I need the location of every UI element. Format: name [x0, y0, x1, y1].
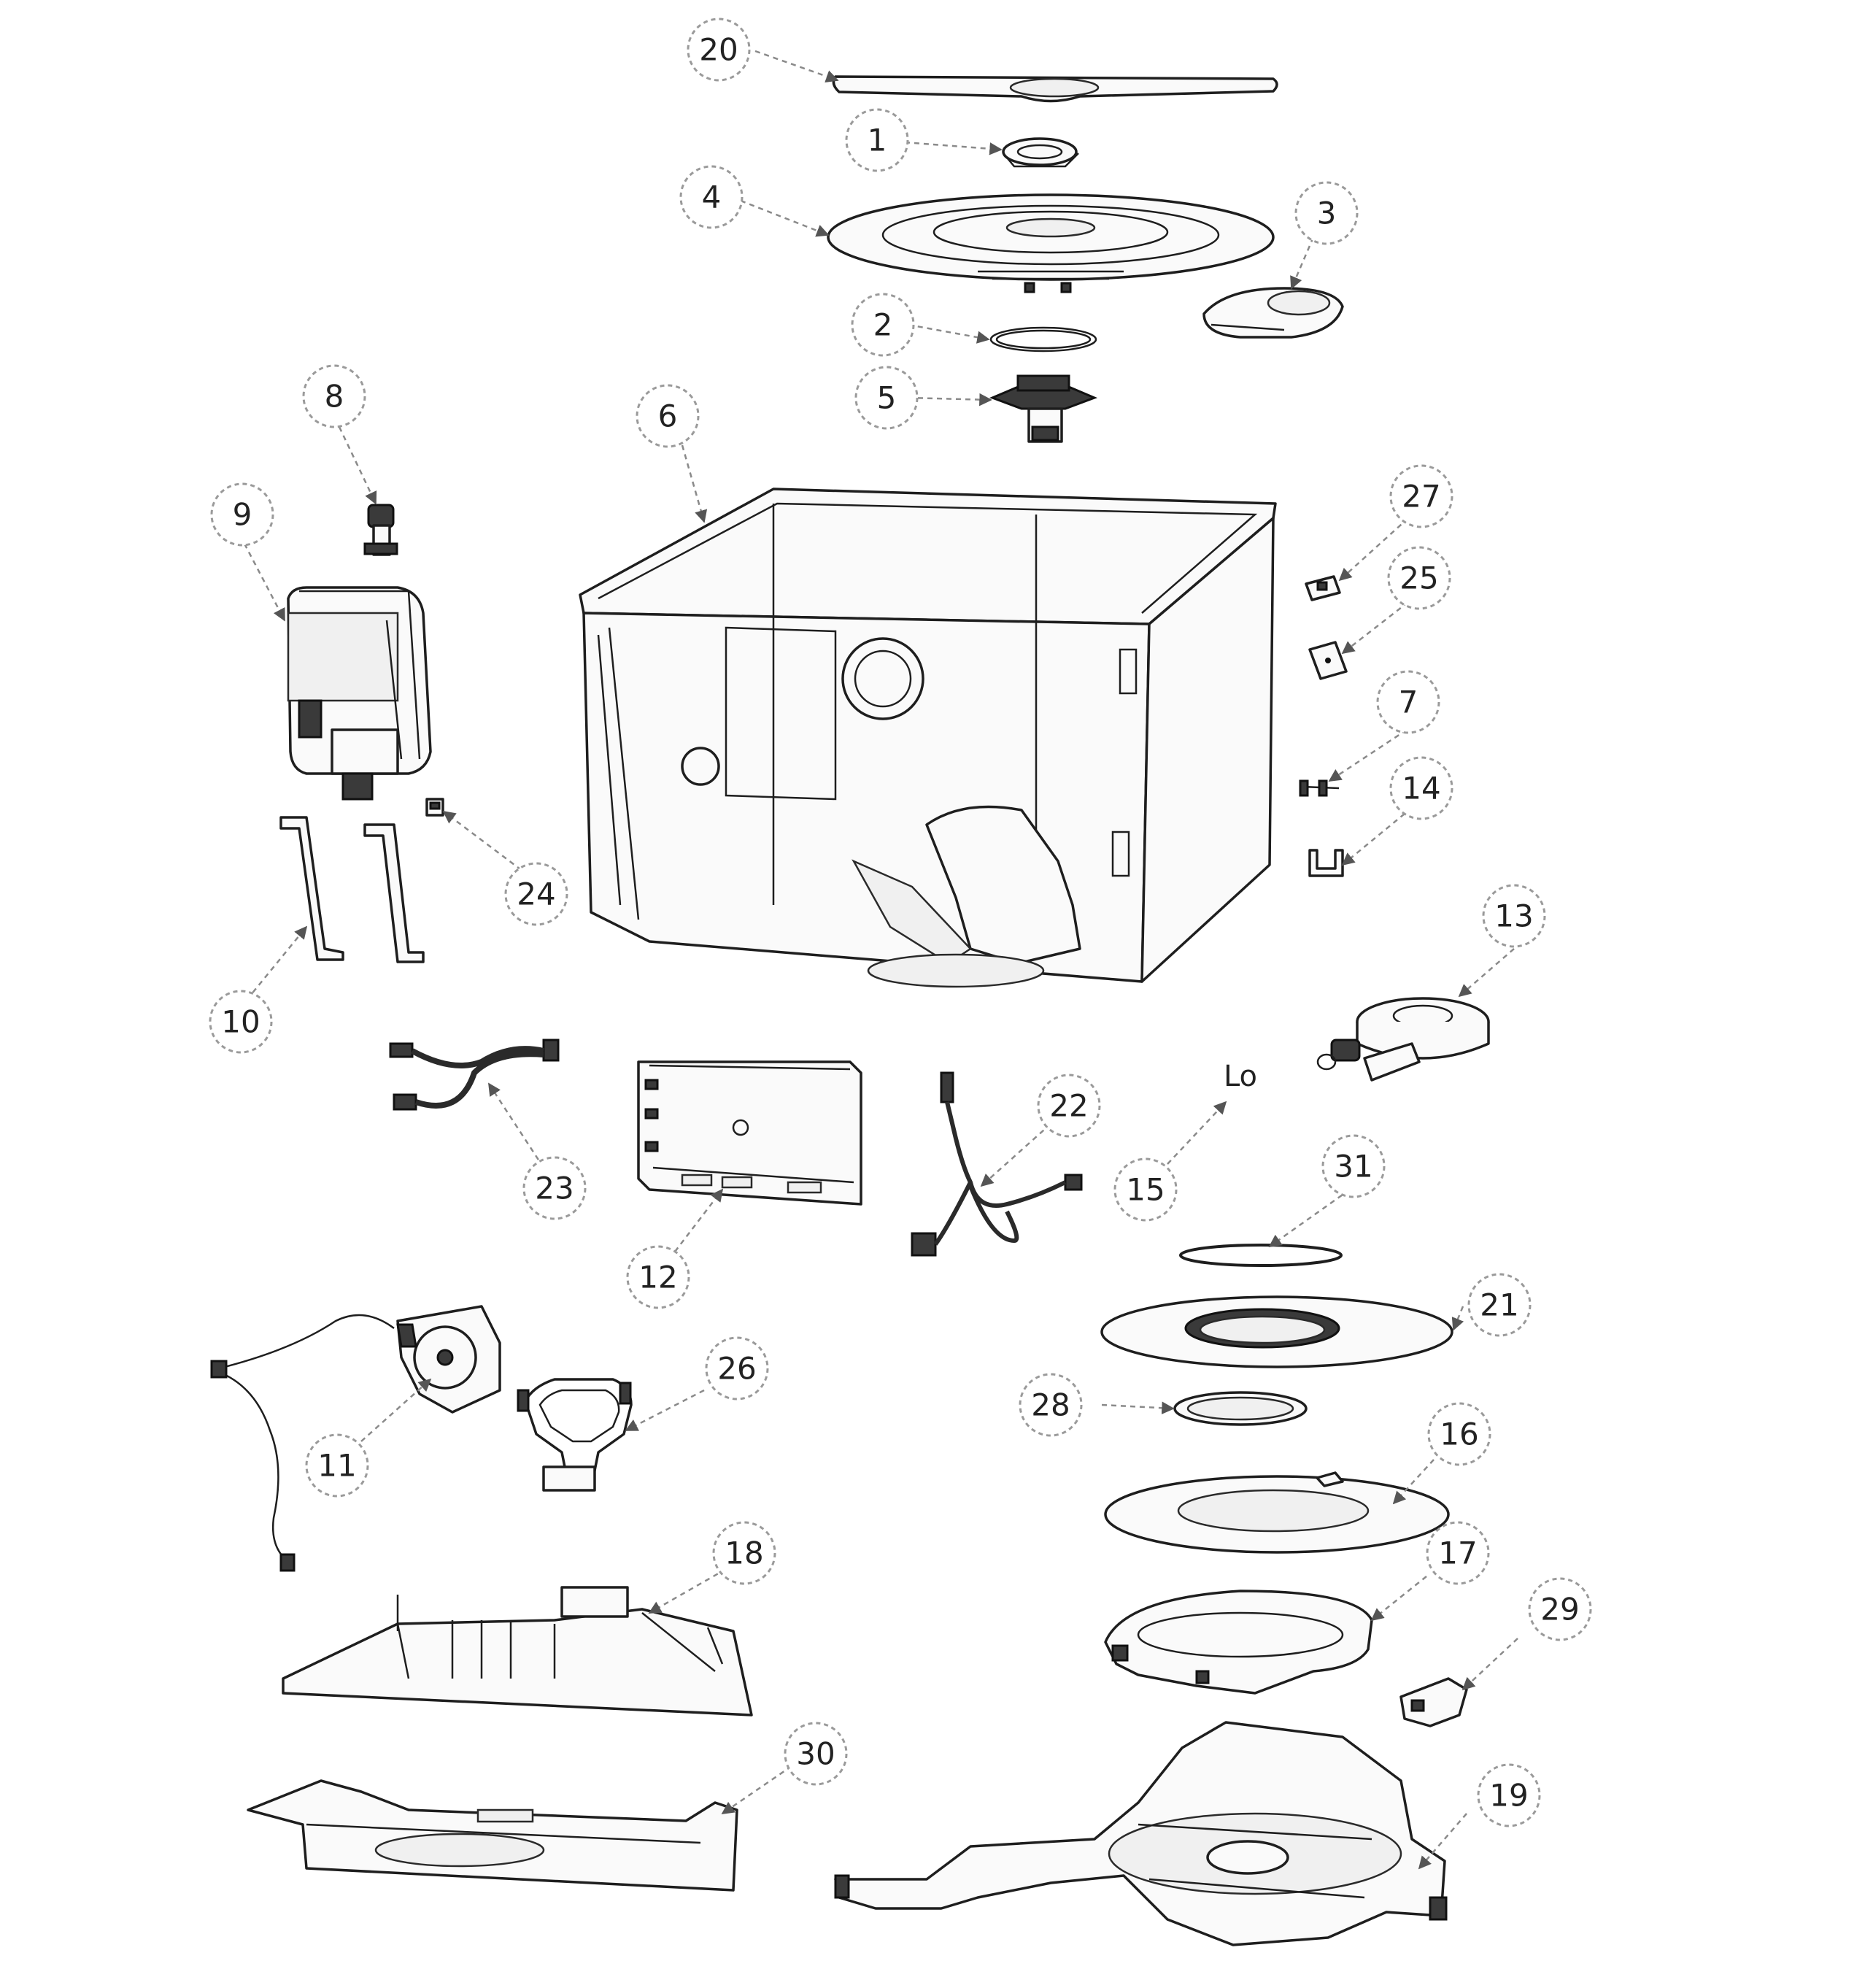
part-5-impeller-hub [989, 374, 1098, 443]
svg-text:8: 8 [325, 379, 344, 415]
part-20-upper-spray-arm [832, 75, 1278, 103]
svg-text:28: 28 [1031, 1387, 1070, 1423]
svg-text:5: 5 [877, 380, 897, 416]
part-16-sump-plate [1104, 1471, 1450, 1554]
callout-20: 20 [687, 18, 751, 82]
callout-10: 10 [209, 990, 273, 1054]
callout-3: 3 [1294, 181, 1359, 245]
callout-14: 14 [1389, 756, 1453, 820]
svg-text:19: 19 [1489, 1778, 1528, 1814]
part-15-small-label: Lo [1224, 1060, 1257, 1093]
svg-text:29: 29 [1540, 1592, 1579, 1627]
part-19-base-pan [834, 1721, 1448, 1946]
part-17-base-frame [1104, 1590, 1373, 1695]
svg-text:12: 12 [638, 1260, 677, 1295]
part-8-small-valve [363, 504, 398, 556]
part-24-small-clip [425, 798, 444, 817]
callout-12: 12 [626, 1245, 690, 1309]
part-1-mount-ring [1002, 137, 1079, 168]
part-26-clamp [517, 1378, 633, 1492]
svg-text:11: 11 [317, 1448, 356, 1484]
part-30-bottom-cover [247, 1779, 738, 1892]
svg-text:1: 1 [868, 123, 887, 158]
callout-23: 23 [522, 1156, 587, 1220]
svg-text:10: 10 [221, 1004, 260, 1040]
svg-text:7: 7 [1399, 685, 1418, 720]
svg-text:25: 25 [1399, 560, 1438, 596]
svg-text:2: 2 [873, 307, 893, 343]
callout-25: 25 [1387, 546, 1451, 610]
callout-13: 13 [1482, 884, 1546, 948]
part-23-wire-harness [389, 1039, 560, 1111]
svg-text:30: 30 [796, 1736, 835, 1772]
callout-31: 31 [1321, 1134, 1386, 1198]
part-4-spray-disc [827, 193, 1275, 293]
svg-text:17: 17 [1438, 1536, 1477, 1571]
svg-text:21: 21 [1480, 1287, 1518, 1323]
callout-6: 6 [636, 384, 700, 448]
part-6-main-tub [579, 488, 1277, 988]
svg-text:6: 6 [658, 398, 678, 434]
svg-text:26: 26 [717, 1351, 756, 1387]
callout-28: 28 [1019, 1373, 1083, 1437]
part-13-heater-base [1316, 997, 1490, 1082]
part-2-o-ring [989, 326, 1097, 352]
part-3-filter-cap [1202, 287, 1344, 339]
svg-text:15: 15 [1126, 1172, 1165, 1208]
leader-lines [240, 50, 1518, 1870]
callout-2: 2 [851, 293, 915, 357]
svg-text:24: 24 [517, 877, 555, 912]
part-14-u-clip [1308, 849, 1344, 877]
svg-text:13: 13 [1494, 898, 1533, 934]
svg-text:4: 4 [702, 180, 722, 215]
part-22-wire-harness [911, 1071, 1083, 1257]
svg-text:27: 27 [1402, 479, 1440, 515]
part-27-clip [1305, 575, 1341, 601]
part-12-control-board [637, 1060, 862, 1206]
part-10-brackets [279, 816, 425, 963]
svg-text:16: 16 [1440, 1417, 1478, 1452]
callout-11: 11 [305, 1433, 369, 1498]
callout-19: 19 [1477, 1763, 1541, 1827]
svg-text:23: 23 [535, 1171, 574, 1206]
callout-27: 27 [1389, 464, 1453, 528]
callout-29: 29 [1528, 1577, 1592, 1641]
part-11-fan-motor [210, 1305, 501, 1572]
svg-text:20: 20 [699, 32, 738, 68]
callout-9: 9 [210, 482, 274, 547]
part-18-base-shroud [282, 1586, 753, 1717]
svg-text:9: 9 [233, 497, 252, 533]
part-25-pad [1308, 641, 1348, 680]
svg-text:18: 18 [725, 1536, 763, 1571]
part-21-sump-cover [1100, 1295, 1453, 1368]
callout-7: 7 [1376, 670, 1440, 734]
callout-1: 1 [845, 108, 909, 172]
part-9-control-housing [287, 586, 432, 801]
svg-text:22: 22 [1049, 1088, 1088, 1124]
svg-text:14: 14 [1402, 771, 1440, 806]
part-31-gasket [1179, 1244, 1343, 1267]
callout-18: 18 [712, 1521, 776, 1585]
stray-lo-text: Lo [1224, 1060, 1257, 1093]
svg-text:3: 3 [1317, 196, 1337, 231]
callout-22: 22 [1037, 1074, 1101, 1138]
part-28-inner-ring [1173, 1391, 1308, 1426]
callout-4: 4 [679, 165, 744, 229]
callout-16: 16 [1427, 1402, 1491, 1466]
callout-24: 24 [504, 862, 568, 926]
callout-30: 30 [784, 1722, 848, 1786]
part-29-small-bracket [1399, 1677, 1468, 1727]
svg-text:31: 31 [1334, 1149, 1372, 1184]
callout-17: 17 [1426, 1521, 1490, 1585]
callout-5: 5 [854, 366, 919, 430]
callout-26: 26 [705, 1336, 769, 1401]
part-7-pin [1299, 779, 1340, 797]
callout-15: 15 [1113, 1157, 1178, 1222]
callout-8: 8 [302, 364, 366, 428]
callout-21: 21 [1467, 1273, 1532, 1337]
